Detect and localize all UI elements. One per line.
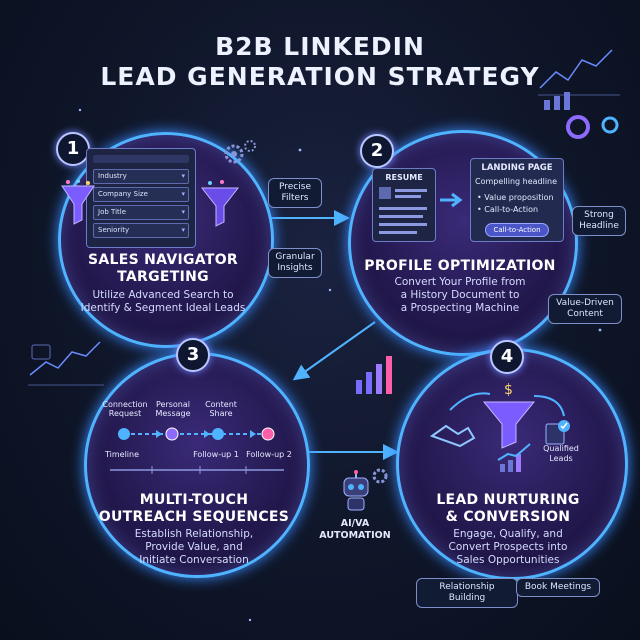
step-2-number-badge: 2: [360, 134, 394, 168]
step-1-number-badge: 1: [56, 132, 90, 166]
tag-precise-filters: Precise Filters: [268, 178, 322, 208]
step-1-heading: SALES NAVIGATOR TARGETING: [88, 252, 238, 285]
timeline-node: [118, 428, 130, 440]
arrow-right-icon: [440, 192, 463, 208]
tag-granular-insights: Granular Insights: [268, 248, 322, 278]
filter-company-size[interactable]: Company Size▾: [93, 187, 189, 202]
resume-card: RESUME: [372, 168, 436, 242]
automation-label: AI/VA AUTOMATION: [319, 518, 391, 541]
conversion-graphic: $: [429, 382, 570, 472]
timeline-node: [261, 427, 275, 441]
title-line-2: LEAD GENERATION STRATEGY: [100, 62, 540, 91]
step-2-heading: PROFILE OPTIMIZATION: [364, 258, 556, 274]
step-3-circle: [84, 352, 310, 578]
chevron-down-icon: ▾: [181, 208, 185, 216]
step-3-number-badge: 3: [176, 338, 210, 372]
step-4-number-badge: 4: [490, 340, 524, 374]
tag-value-driven-content: Value-Driven Content: [548, 294, 622, 324]
filters-panel: Industry▾ Company Size▾ Job Title▾ Senio…: [86, 148, 196, 248]
chevron-down-icon: ▾: [181, 226, 185, 234]
timeline-node: [165, 427, 179, 441]
title-line-1: B2B LINKEDIN: [215, 32, 425, 61]
chart-icon: [497, 443, 531, 472]
chart-icon: [28, 341, 104, 386]
timeline-node: [212, 428, 224, 440]
step-3-description: Establish Relationship, Provide Value, a…: [134, 528, 254, 566]
filter-industry[interactable]: Industry▾: [93, 169, 189, 184]
step-2-description: Convert Your Profile from a History Docu…: [394, 276, 526, 314]
call-to-action-button[interactable]: Call-to-Action: [485, 223, 549, 237]
arrow-down-left-icon: [292, 321, 376, 381]
svg-text:$: $: [504, 382, 513, 398]
checklist-icon: [545, 420, 570, 445]
robot-icon: [343, 470, 369, 511]
step-3-heading: MULTI-TOUCH OUTREACH SEQUENCES: [98, 492, 290, 525]
funnel-icon: [61, 180, 95, 225]
qualified-leads-label: Qualified Leads: [543, 444, 579, 463]
step-1-description: Utilize Advanced Search to Identify & Se…: [80, 289, 246, 314]
step-4-heading: LEAD NURTURING & CONVERSION: [436, 492, 580, 525]
chevron-down-icon: ▾: [181, 172, 185, 180]
chart-icon: [538, 49, 620, 96]
step-4-description: Engage, Qualify, and Convert Prospects i…: [448, 528, 568, 566]
search-bar: [93, 155, 189, 163]
funnel-icon: [482, 401, 536, 449]
tag-book-meetings: Book Meetings: [516, 578, 600, 597]
filter-job-title[interactable]: Job Title▾: [93, 205, 189, 220]
gear-icon: [224, 140, 256, 164]
funnel-icon: [200, 180, 240, 227]
timeline-track: [110, 427, 284, 474]
tag-relationship-building: Relationship Building: [416, 578, 518, 608]
chevron-down-icon: ▾: [181, 190, 185, 198]
tag-strong-headline: Strong Headline: [572, 206, 626, 236]
handshake-icon: [429, 424, 476, 448]
gear-icon: [372, 468, 388, 484]
landing-page-card: LANDING PAGE Compelling headline • Value…: [470, 158, 564, 242]
filter-seniority[interactable]: Seniority▾: [93, 223, 189, 238]
